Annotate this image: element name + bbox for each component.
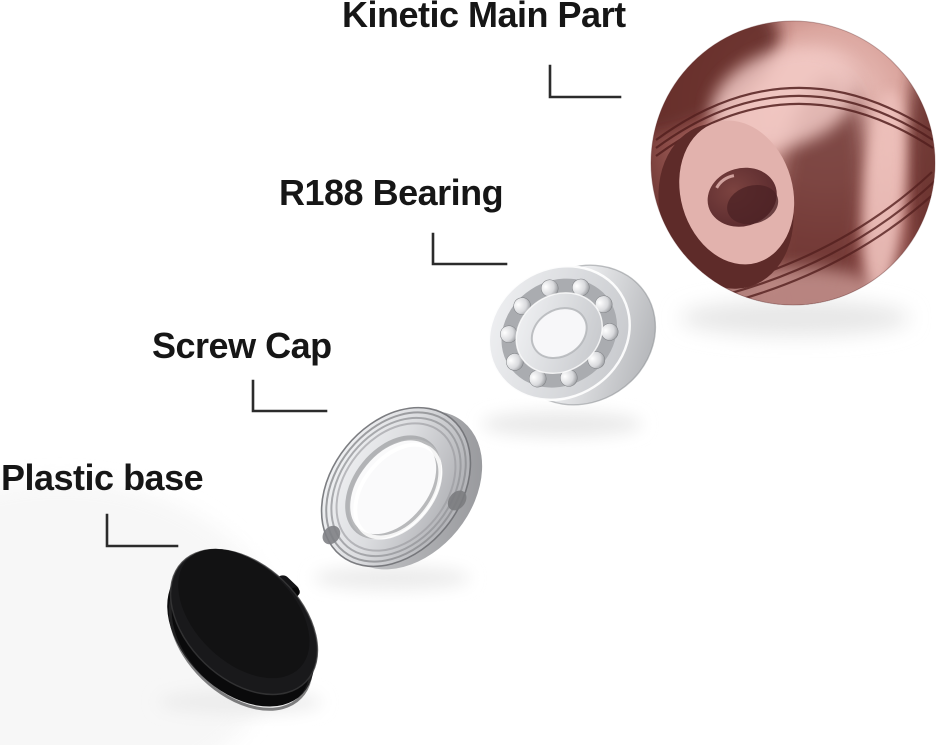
leader-line-plastic-base	[105, 513, 179, 548]
label-r188-bearing: R188 Bearing	[279, 172, 504, 213]
label-screw-cap: Screw Cap	[152, 325, 332, 366]
leader-line-kinetic-main-part	[548, 64, 622, 99]
leader-line-r188-bearing	[431, 232, 508, 266]
cap-notch	[322, 525, 341, 545]
bearing-shadow	[482, 411, 642, 437]
sphere-center-hole	[658, 120, 795, 289]
leader-line-screw-cap	[251, 379, 328, 413]
label-kinetic-main-part: Kinetic Main Part	[342, 0, 626, 35]
thread-lines	[320, 406, 472, 568]
screw-cap-shadow	[314, 566, 470, 590]
sphere-shadow	[680, 300, 910, 336]
cap-slot	[447, 490, 467, 511]
black-disc-image	[158, 548, 322, 714]
ball-bearing-image	[482, 264, 657, 437]
bearing-balls	[500, 278, 619, 388]
threaded-ring-image	[314, 406, 483, 590]
label-plastic-base: Plastic base	[1, 457, 204, 498]
copper-sphere-image	[650, 20, 936, 336]
